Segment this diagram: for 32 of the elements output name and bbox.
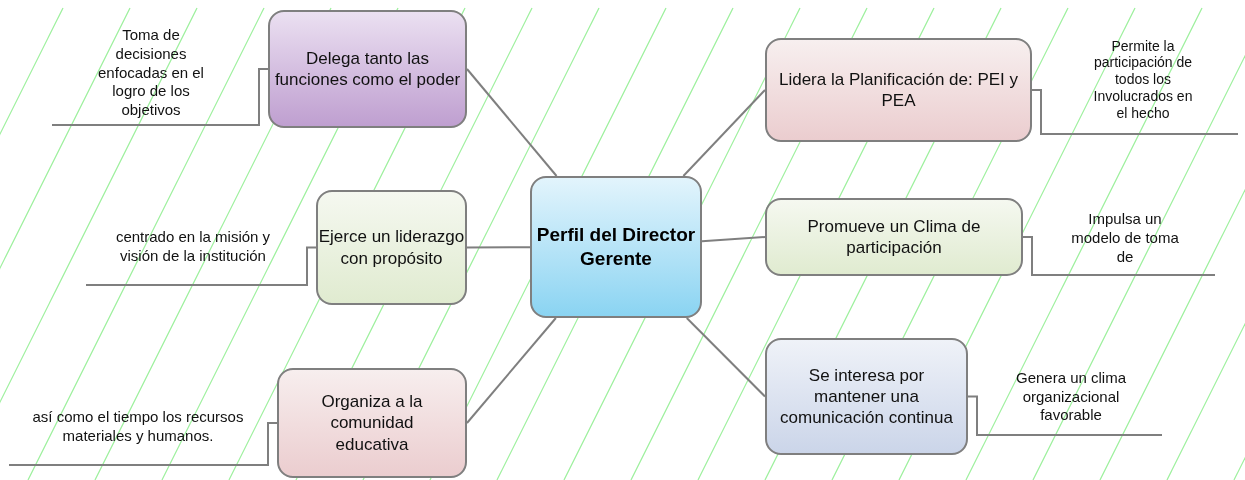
note-text: Permite la participación de todos los Involucrados en el hecho (1092, 37, 1194, 122)
note-text: Toma de decisiones enfocadas en el logro de los objetivos (97, 26, 205, 120)
connector-line (685, 317, 766, 398)
node-label: Delega tanto las funciones como el poder (273, 47, 462, 91)
branch-box (765, 198, 1023, 276)
connector-line (299, 246, 317, 286)
branch-box (765, 338, 968, 455)
branch-box (316, 190, 467, 305)
connector-line (682, 89, 766, 177)
node-label: Ejerce un liderazgo con propósito (318, 226, 465, 269)
connector-line (967, 395, 981, 436)
note-text: centrado en la misión y visión de la institución (114, 228, 272, 266)
node-label: Se interesa por mantener una comunicación continua (779, 364, 954, 429)
node-label: Perfil del Director Gerente (535, 223, 697, 271)
connector-line (466, 317, 557, 424)
branch-box (277, 368, 467, 478)
node-label: Organiza a la comunidad educativa (320, 391, 424, 455)
note-text: así como el tiempo los recursos materiales y humanos. (31, 408, 245, 446)
connector-line (1031, 89, 1049, 135)
note-text: Genera un clima organizacional favorable (1014, 368, 1128, 426)
central-topic-box (530, 176, 702, 318)
connector-line (1022, 236, 1036, 276)
branch-box (268, 10, 467, 128)
connector-line (266, 422, 278, 466)
connector-line (701, 236, 766, 243)
branch-box (765, 38, 1032, 142)
connector-line (249, 68, 269, 126)
note-text: Impulsa un modelo de toma de (1070, 210, 1180, 267)
node-label: Lidera la Planificación de: PEI y PEA (777, 68, 1020, 112)
node-label: Promueve un Clima de participación (806, 215, 982, 259)
connector-line (466, 68, 558, 177)
connector-line (466, 246, 531, 249)
